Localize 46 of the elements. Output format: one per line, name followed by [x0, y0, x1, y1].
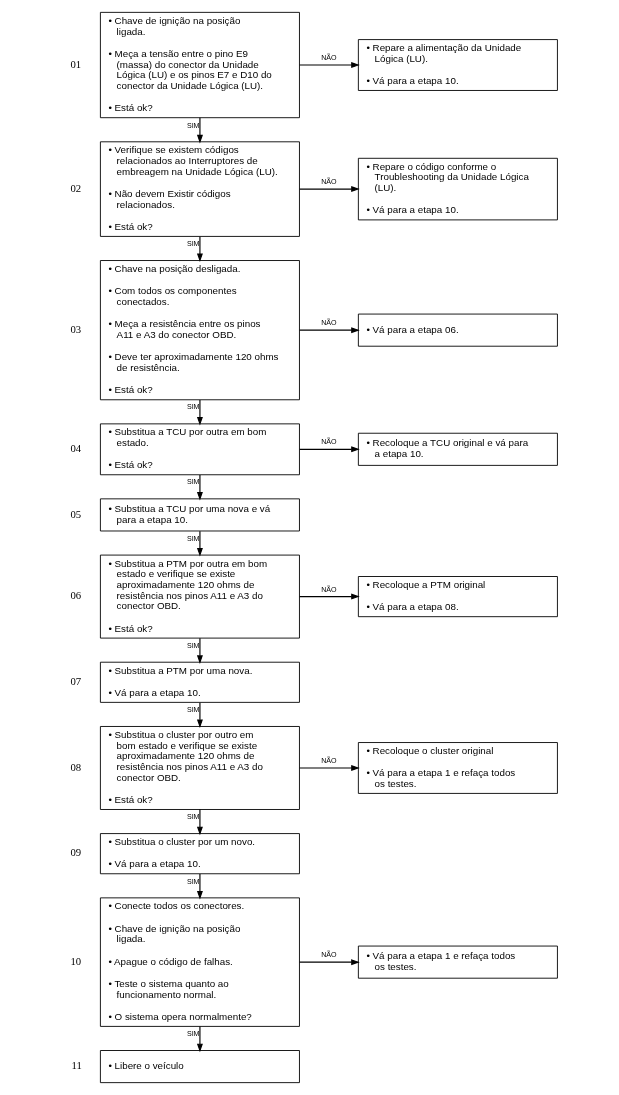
node-box: • Chave na posição desligada. • Com todos os componentes conectados. • Meça a resistência entre os pinos A11 e A3 do conector OBD. • Deve ter aproximadamente 120 ohms de resistência. • Está ok? [99, 260, 300, 401]
arrow [299, 62, 360, 69]
arrow [196, 873, 203, 900]
node-label: 08 [70, 760, 82, 773]
arrow [196, 236, 203, 263]
node-box: • Recoloque a TCU original e vá para a etapa 10. [357, 432, 558, 466]
node-label: 09 [70, 846, 82, 859]
node-box: • Substitua o cluster por um novo. • Vá para a etapa 10. [99, 833, 300, 875]
node-box: • Substitua a PTM por uma nova. • Vá para a etapa 10. [99, 661, 300, 703]
node-box: • Substitua a TCU por uma nova e vá para a etapa 10. [99, 498, 300, 532]
node-box: • Verifique se existem códigos relacionados ao Interruptores de embreagem na Unidade Lógica (LU). • Não devem Existir códigos relacionados. • Está ok? [99, 141, 300, 237]
node-label: 02 [70, 181, 82, 194]
node-box: • Conecte todos os conectores. • Chave de ignição na posição ligada. • Apague o código de falhas. • Teste o sistema quanto ao funcionamento normal. • O sistema opera normalmente? [99, 897, 300, 1027]
arrow [299, 593, 360, 600]
node-box: • Libere o veículo [99, 1050, 300, 1084]
node-box: • Vá para a etapa 1 e refaça todos os testes. [357, 945, 558, 979]
arrow [196, 474, 203, 501]
node-label: 06 [70, 589, 82, 602]
node-label: 03 [70, 322, 82, 335]
node-box: • Substitua a TCU por outra em bom estado. • Está ok? [99, 423, 300, 476]
arrow [299, 959, 360, 966]
arrow [196, 809, 203, 836]
node-box: • Vá para a etapa 06. [357, 313, 558, 347]
node-label: 04 [70, 442, 82, 455]
node-box: • Substitua a PTM por outra em bom estado e verifique se existe aproximadamente 120 ohms de resistência nos pinos A11 e A3 do conector OBD. • Está ok? [99, 554, 300, 639]
arrow [299, 764, 360, 771]
arrow [299, 186, 360, 193]
node-label: 10 [70, 954, 82, 967]
node-label: 07 [70, 675, 82, 688]
arrow [196, 399, 203, 426]
node-box: • Chave de ignição na posição ligada. • Meça a tensão entre o pino E9 (massa) do conector da Unidade Lógica (LU) e os pinos E7 e D10 do conector da Unidade Lógica (LU). • Está ok? [99, 11, 300, 119]
node-label: 05 [70, 507, 82, 520]
node-box: • Repare a alimentação da Unidade Lógica (LU). • Vá para a etapa 10. [357, 39, 558, 91]
arrow [299, 446, 360, 453]
arrow [196, 637, 203, 664]
node-box: • Recoloque o cluster original • Vá para a etapa 1 e refaça todos os testes. [357, 742, 558, 794]
node-box: • Substitua o cluster por outro em bom estado e verifique se existe aproximadamente 120 ohms de resistência nos pinos A11 e A3 do conector OBD. • Está ok? [99, 726, 300, 810]
arrow [196, 702, 203, 728]
arrow [299, 327, 360, 334]
node-box: • Repare o código conforme o Troubleshooting da Unidade Lógica (LU). • Vá para a etapa 10. [357, 157, 558, 221]
node-label: 11 [71, 1059, 82, 1072]
arrow [196, 530, 203, 557]
node-box: • Recoloque a PTM original • Vá para a etapa 08. [357, 576, 558, 618]
node-label: 01 [70, 57, 82, 70]
arrow [196, 1026, 203, 1053]
arrow [196, 117, 203, 144]
